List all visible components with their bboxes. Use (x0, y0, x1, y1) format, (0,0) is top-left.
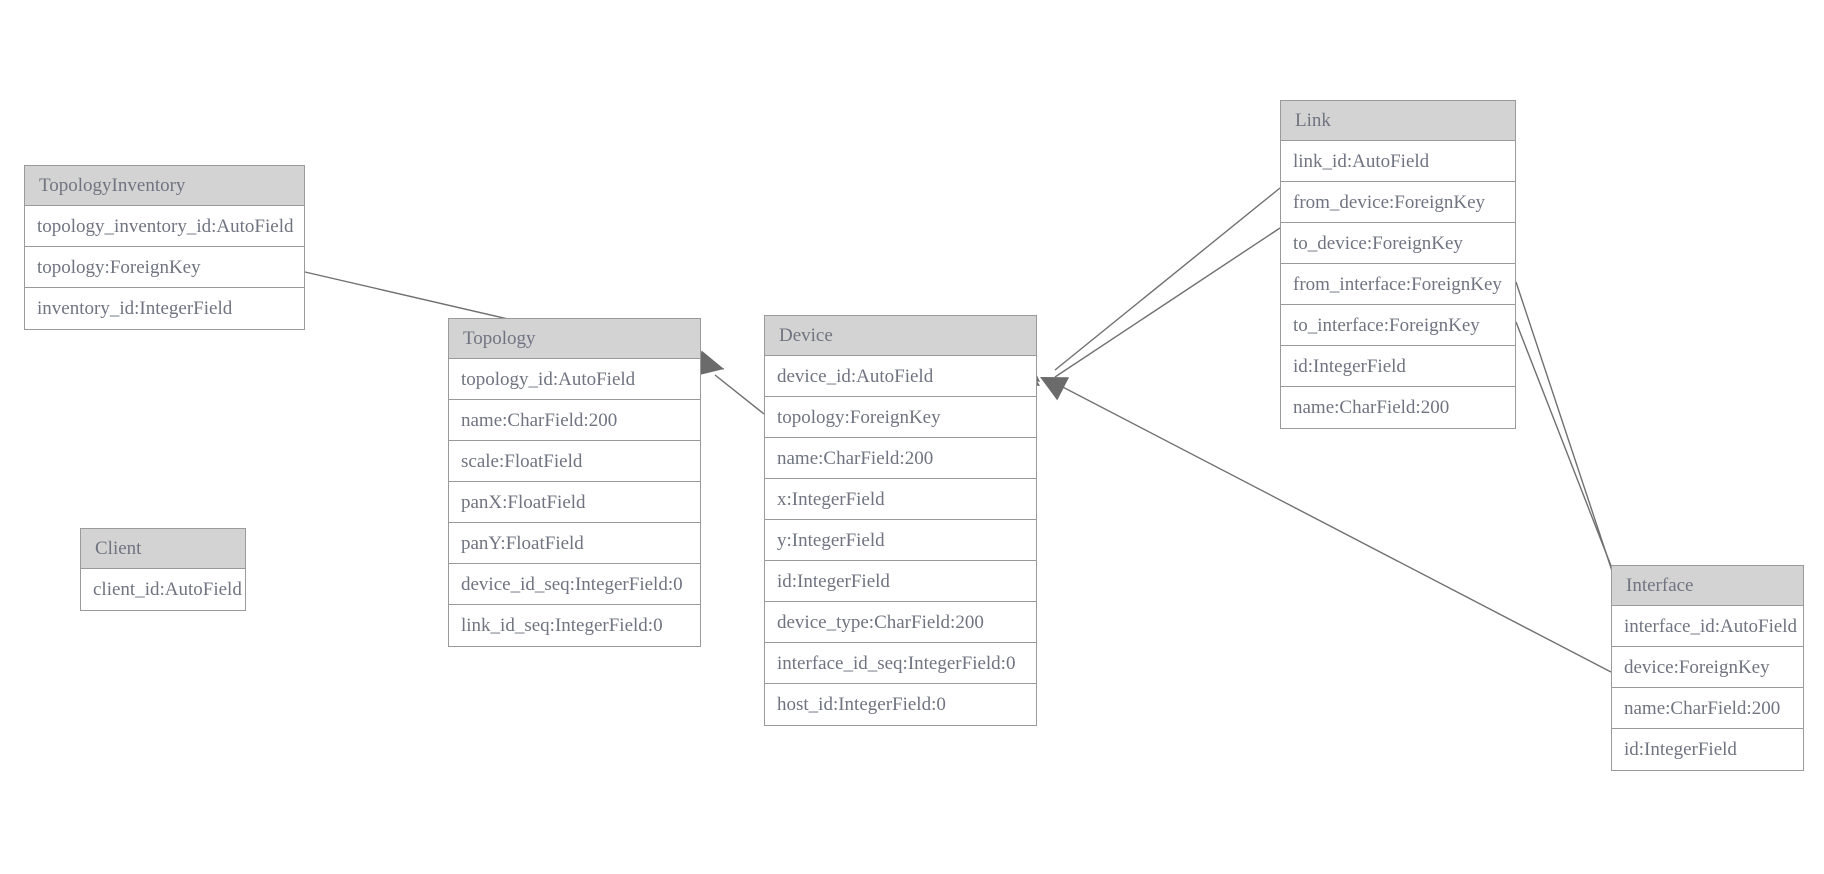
entity-interface[interactable]: Interface interface_id:AutoField device:… (1611, 565, 1804, 771)
entity-field[interactable]: panY:FloatField (449, 523, 700, 564)
entity-field[interactable]: from_interface:ForeignKey (1281, 264, 1515, 305)
entity-field[interactable]: x:IntegerField (765, 479, 1036, 520)
entity-field[interactable]: inventory_id:IntegerField (37, 298, 233, 319)
entity-field-list: topology_id:AutoField name:CharField:200… (449, 359, 700, 646)
entity-field[interactable]: panX:FloatField (449, 482, 700, 523)
entity-field[interactable]: y:IntegerField (765, 520, 1036, 561)
entity-field[interactable]: device_id:AutoField (765, 356, 1036, 397)
entity-field[interactable]: topology_id:AutoField (449, 359, 700, 400)
entity-field-list: interface_id:AutoField device:ForeignKey… (1612, 606, 1803, 770)
relationship-line (1054, 227, 1281, 378)
entity-field[interactable]: to_interface:ForeignKey (1281, 305, 1515, 346)
entity-field[interactable]: name:CharField:200 (765, 438, 1036, 479)
entity-client[interactable]: Client client_id:AutoField (80, 528, 246, 611)
entity-device[interactable]: Device device_id:AutoField topology:Fore… (764, 315, 1037, 726)
entity-field[interactable]: id:IntegerField (1281, 346, 1515, 387)
entity-title: Interface (1612, 566, 1803, 606)
entity-field[interactable]: name:CharField:200 (449, 400, 700, 441)
entity-field[interactable]: topology:ForeignKey (25, 247, 304, 288)
entity-field[interactable]: device_type:CharField:200 (765, 602, 1036, 643)
entity-field[interactable]: device_id_seq:IntegerField:0 (449, 564, 700, 605)
relationship-line (714, 374, 765, 415)
entity-field[interactable]: id:IntegerField (1624, 739, 1737, 760)
entity-field[interactable]: topology:ForeignKey (765, 397, 1036, 438)
entity-field[interactable]: topology_inventory_id:AutoField (25, 206, 304, 247)
entity-title: Link (1281, 101, 1515, 141)
entity-title: TopologyInventory (25, 166, 304, 206)
entity-field-list: topology_inventory_id:AutoField topology… (25, 206, 304, 329)
entity-field[interactable]: host_id:IntegerField:0 (777, 694, 946, 715)
entity-field[interactable]: to_device:ForeignKey (1281, 223, 1515, 264)
entity-title: Device (765, 316, 1036, 356)
entity-field[interactable]: link_id_seq:IntegerField:0 (461, 615, 663, 636)
entity-title: Client (81, 529, 245, 569)
entity-field[interactable]: from_device:ForeignKey (1281, 182, 1515, 223)
relationship-line (1054, 187, 1281, 371)
entity-field[interactable]: interface_id:AutoField (1612, 606, 1803, 647)
entity-field[interactable]: interface_id_seq:IntegerField:0 (765, 643, 1036, 684)
entity-field[interactable]: name:CharField:200 (1612, 688, 1803, 729)
entity-field[interactable]: id:IntegerField (765, 561, 1036, 602)
relationship-arrowhead (1040, 377, 1070, 401)
entity-field[interactable]: name:CharField:200 (1293, 397, 1450, 418)
entity-field-list: device_id:AutoField topology:ForeignKey … (765, 356, 1036, 725)
entity-link[interactable]: Link link_id:AutoField from_device:Forei… (1280, 100, 1516, 429)
relationship-line (1515, 281, 1626, 611)
entity-field[interactable]: client_id:AutoField (93, 579, 242, 600)
entity-topology-inventory[interactable]: TopologyInventory topology_inventory_id:… (24, 165, 305, 330)
entity-field[interactable]: device:ForeignKey (1612, 647, 1803, 688)
entity-field-list: client_id:AutoField (81, 569, 245, 610)
entity-topology[interactable]: Topology topology_id:AutoField name:Char… (448, 318, 701, 647)
entity-field[interactable]: scale:FloatField (449, 441, 700, 482)
entity-field[interactable]: link_id:AutoField (1281, 141, 1515, 182)
entity-field-list: link_id:AutoField from_device:ForeignKey… (1281, 141, 1515, 428)
entity-title: Topology (449, 319, 700, 359)
